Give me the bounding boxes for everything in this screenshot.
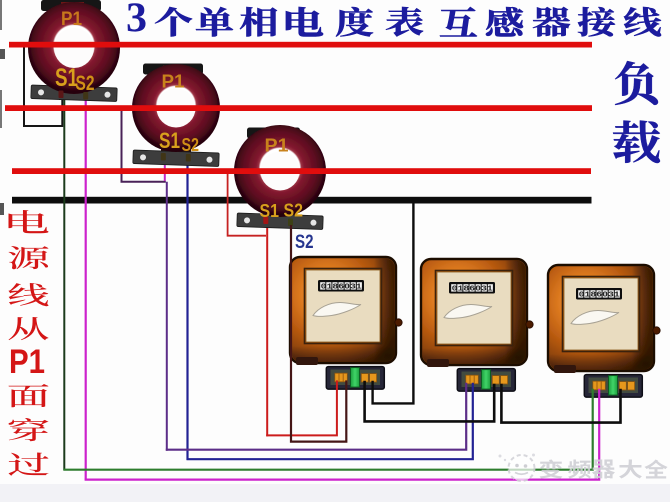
svg-text:S2: S2 <box>182 134 200 155</box>
svg-text:S2: S2 <box>295 231 314 253</box>
svg-text:S1: S1 <box>55 64 78 92</box>
svg-text:P1: P1 <box>9 343 45 381</box>
svg-text:S1: S1 <box>159 128 180 153</box>
svg-text:S1: S1 <box>260 201 280 221</box>
svg-text:P1: P1 <box>265 136 289 156</box>
svg-text:S2: S2 <box>284 201 304 221</box>
svg-text:3: 3 <box>126 0 147 42</box>
svg-text:P1: P1 <box>162 72 185 92</box>
svg-text:P1: P1 <box>61 9 82 30</box>
svg-text:S2: S2 <box>76 72 95 95</box>
